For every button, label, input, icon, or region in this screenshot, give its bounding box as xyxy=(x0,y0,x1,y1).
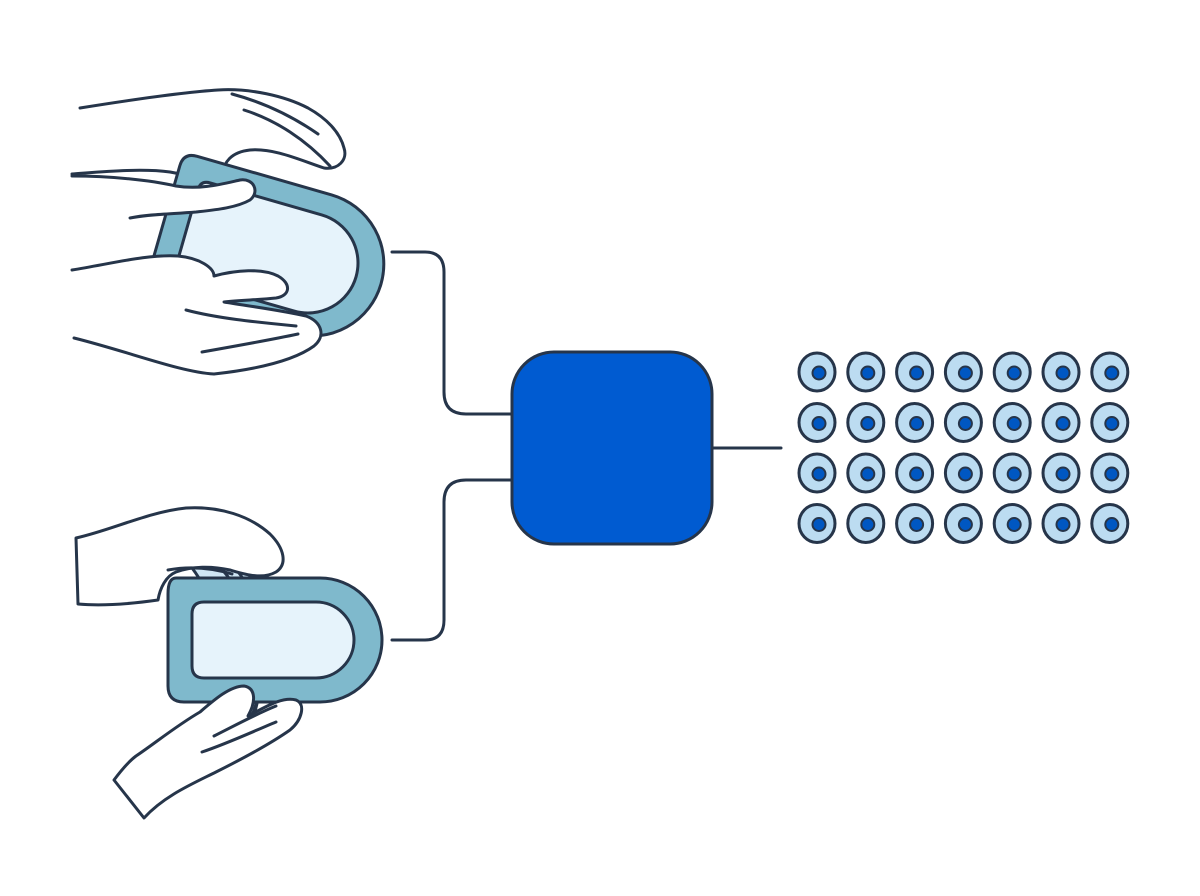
dot-matrix-icon xyxy=(797,351,1130,544)
output-dot-core xyxy=(1104,517,1120,532)
output-dot-core xyxy=(1104,365,1120,381)
output-dot xyxy=(797,351,837,393)
output-dot-core xyxy=(957,466,973,482)
output-dot-core xyxy=(1104,466,1120,482)
output-dot xyxy=(1041,402,1081,443)
bottom-lower-finger-2 xyxy=(200,720,278,754)
output-dot-core xyxy=(909,365,925,381)
top-upper-finger-2 xyxy=(242,108,332,168)
output-dot xyxy=(895,351,935,393)
output-dot xyxy=(797,402,837,443)
top-front-hand xyxy=(70,174,257,220)
output-dot-core xyxy=(909,466,925,482)
output-dot xyxy=(797,503,837,544)
bottom-lower-hand xyxy=(112,684,304,820)
output-dot-core xyxy=(1006,365,1022,381)
output-dot xyxy=(1041,452,1081,494)
output-dot xyxy=(992,452,1032,494)
output-dot xyxy=(1041,351,1081,393)
output-dot xyxy=(992,503,1032,544)
top-lower-finger xyxy=(184,308,298,328)
output-dot xyxy=(1090,351,1130,393)
output-dot xyxy=(943,402,983,443)
output-dot-core xyxy=(811,517,827,532)
output-dot-core xyxy=(957,365,973,381)
bottom-device-group xyxy=(74,506,384,820)
output-dot xyxy=(846,503,886,544)
output-dot xyxy=(797,452,837,494)
output-dot-core xyxy=(909,416,925,431)
output-dot xyxy=(943,503,983,544)
output-dot xyxy=(1041,503,1081,544)
output-dot-core xyxy=(957,416,973,431)
output-dot-core xyxy=(860,416,876,431)
top-lower-finger-2 xyxy=(200,332,300,354)
output-dot xyxy=(943,351,983,393)
top-upper-finger-1 xyxy=(230,92,320,136)
output-dot-core xyxy=(1055,466,1071,482)
output-dot xyxy=(992,402,1032,443)
connector-top-device-to-hub xyxy=(390,250,514,416)
output-dot xyxy=(846,402,886,443)
top-lower-hand xyxy=(70,254,323,376)
output-dot-core xyxy=(909,517,925,532)
output-dot xyxy=(992,351,1032,393)
output-dot-core xyxy=(1104,416,1120,431)
handheld-device-icon xyxy=(166,576,384,704)
output-dot xyxy=(846,351,886,393)
output-dot xyxy=(943,452,983,494)
processor-block-icon xyxy=(510,350,714,546)
output-dot-core xyxy=(1055,365,1071,381)
output-dot-core xyxy=(1006,517,1022,532)
output-dot-core xyxy=(957,517,973,532)
connector-bottom-device-to-hub xyxy=(390,478,514,642)
output-dot-core xyxy=(1055,517,1071,532)
output-dot-core xyxy=(860,466,876,482)
output-dot xyxy=(1090,402,1130,443)
output-dot xyxy=(895,452,935,494)
output-dot-core xyxy=(860,517,876,532)
bottom-lower-finger-1 xyxy=(212,704,278,738)
bottom-upper-finger xyxy=(166,566,234,576)
output-dot-core xyxy=(860,365,876,381)
output-dot-core xyxy=(811,365,827,381)
output-dot-core xyxy=(1006,466,1022,482)
output-dot xyxy=(1090,452,1130,494)
bottom-upper-hand xyxy=(74,506,285,607)
output-dot-core xyxy=(1055,416,1071,431)
output-dot xyxy=(1090,503,1130,544)
output-dot xyxy=(846,452,886,494)
output-dot-core xyxy=(811,466,827,482)
top-device-group xyxy=(70,88,386,376)
output-dot-core xyxy=(811,416,827,431)
bottom-device-screen xyxy=(190,600,356,680)
output-dot xyxy=(895,402,935,443)
output-dot xyxy=(895,503,935,544)
connector-lines xyxy=(390,250,783,642)
output-dot-core xyxy=(1006,416,1022,431)
